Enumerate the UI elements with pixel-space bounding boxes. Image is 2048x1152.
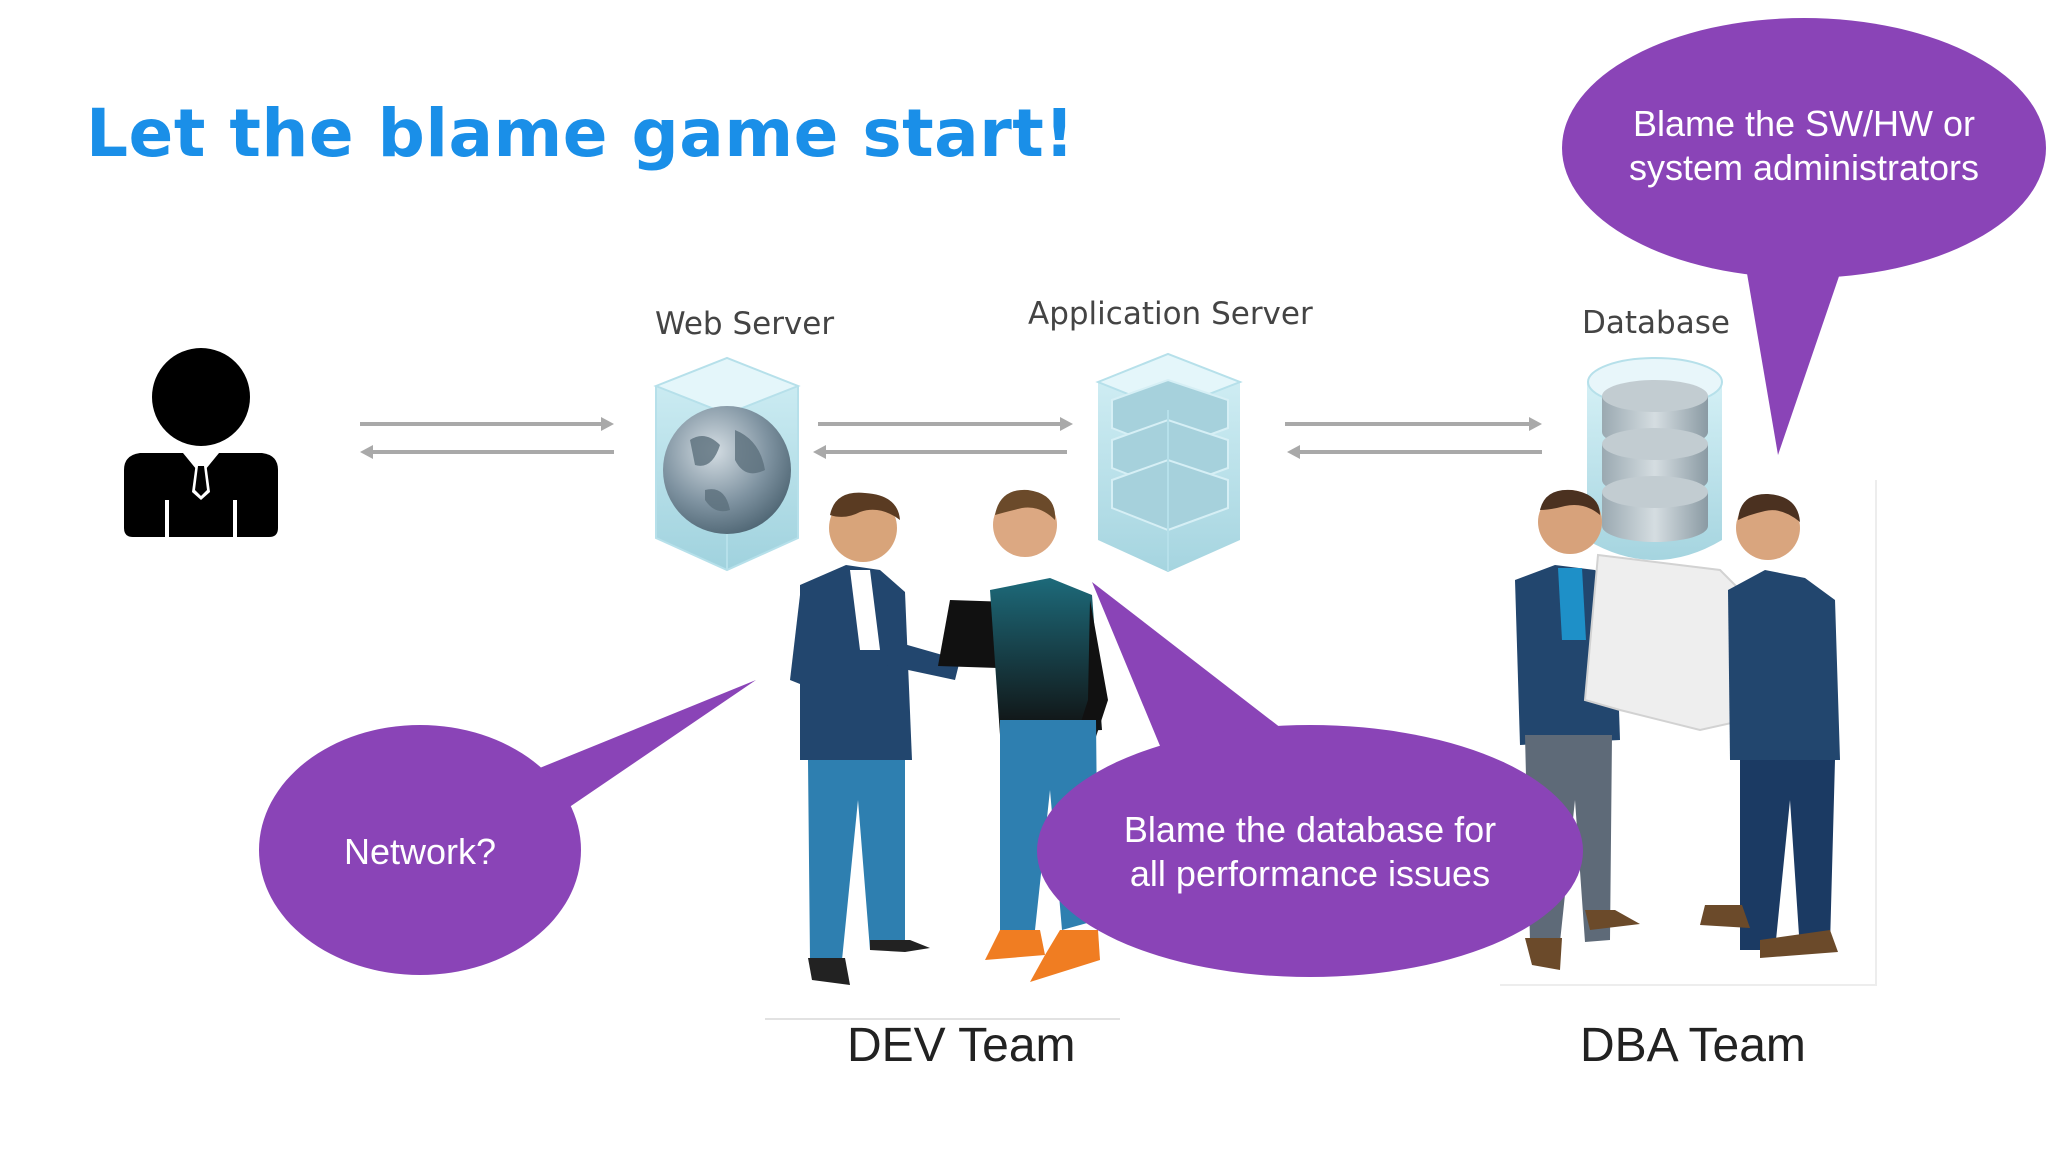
dba-blame-bubble-text: Blame the SW/HW or system administrators bbox=[1574, 102, 2034, 190]
globe-server-icon bbox=[653, 356, 801, 572]
dba-blame-speech-bubble bbox=[1562, 18, 2046, 455]
web-server-label: Web Server bbox=[655, 306, 835, 342]
dev-blame-speech-bubble bbox=[1037, 582, 1583, 977]
network-speech-bubble bbox=[259, 680, 756, 975]
dev-team-illustration bbox=[765, 489, 1120, 1020]
arrow-app-to-db bbox=[1285, 417, 1542, 459]
database-icon bbox=[1587, 357, 1723, 560]
dba-team-illustration bbox=[1500, 480, 1877, 986]
dev-blame-line-1: Blame the database for bbox=[1123, 809, 1497, 850]
dba-team-label: DBA Team bbox=[1580, 1019, 1806, 1072]
slide-title: Let the blame game start! bbox=[86, 95, 1075, 172]
user-icon bbox=[124, 348, 278, 537]
dev-team-label: DEV Team bbox=[847, 1019, 1076, 1072]
application-server-label: Application Server bbox=[1028, 296, 1313, 332]
network-bubble-text: Network? bbox=[343, 831, 497, 872]
database-label: Database bbox=[1582, 305, 1730, 341]
dev-blame-line-2: all performance issues bbox=[1129, 853, 1491, 894]
stack-server-icon bbox=[1095, 352, 1243, 572]
arrow-user-to-web bbox=[360, 417, 614, 459]
dba-blame-line-2: system administrators bbox=[1628, 147, 1980, 188]
dev-blame-bubble-text: Blame the database for all performance i… bbox=[1060, 808, 1560, 896]
arrow-web-to-app bbox=[813, 417, 1073, 459]
dba-blame-line-1: Blame the SW/HW or bbox=[1632, 103, 1976, 144]
